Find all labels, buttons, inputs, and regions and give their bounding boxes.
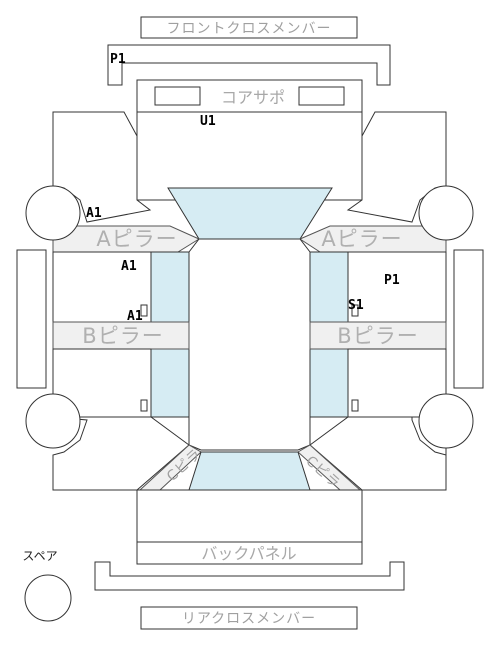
right-side-sill[interactable] xyxy=(453,249,484,389)
roof-panel[interactable] xyxy=(188,238,311,451)
damage-code-p1-front: P1 xyxy=(110,52,126,67)
damage-code-a1-left-b: A1 xyxy=(127,309,143,324)
headlight-right[interactable] xyxy=(298,86,345,106)
rear-bumper-member[interactable] xyxy=(94,561,405,591)
right-front-door-handle[interactable] xyxy=(351,304,359,317)
spare-label: スペア xyxy=(22,549,57,563)
front-cross-member-box[interactable] xyxy=(140,16,358,39)
wheel-front-right[interactable] xyxy=(418,185,474,241)
rear-window[interactable] xyxy=(188,451,311,491)
b-pillar-left[interactable] xyxy=(52,321,190,350)
trunk-lid[interactable] xyxy=(136,489,363,543)
damage-code-s1-right: S1 xyxy=(348,298,364,313)
left-front-door[interactable] xyxy=(52,251,152,323)
front-cross-member-label: フロントクロスメンバー xyxy=(167,21,332,37)
left-side-sill[interactable] xyxy=(16,249,47,389)
a-pillar-left[interactable] xyxy=(52,225,201,253)
a-pillar-left-label: Aピラー xyxy=(96,227,177,251)
back-panel[interactable] xyxy=(136,541,363,565)
b-pillar-right-label: Bピラー xyxy=(337,324,418,348)
b-pillar-right[interactable] xyxy=(309,321,447,350)
damage-code-u1: U1 xyxy=(200,114,216,129)
right-rear-door-handle[interactable] xyxy=(351,399,359,412)
right-front-door[interactable] xyxy=(347,251,447,323)
damage-code-p1-right: P1 xyxy=(384,273,400,288)
a-pillar-right-label: Aピラー xyxy=(321,227,402,251)
core-support-label: コアサポ xyxy=(221,88,285,107)
wheel-rear-left[interactable] xyxy=(25,393,81,449)
hood-panel[interactable] xyxy=(136,111,363,201)
left-rear-quarter[interactable] xyxy=(52,416,190,491)
spare-tire[interactable] xyxy=(24,574,72,622)
windshield[interactable] xyxy=(167,187,333,240)
wheel-rear-right[interactable] xyxy=(418,393,474,449)
left-front-door-handle[interactable] xyxy=(140,304,148,317)
headlight-left[interactable] xyxy=(154,86,201,106)
wheel-front-left[interactable] xyxy=(25,185,81,241)
b-pillar-left-label: Bピラー xyxy=(82,324,163,348)
left-rear-door-handle[interactable] xyxy=(140,399,148,412)
front-bumper-member[interactable] xyxy=(107,44,391,86)
back-panel-label: バックパネル xyxy=(201,544,296,563)
rear-cross-member-label: リアクロスメンバー xyxy=(182,611,316,627)
rear-cross-member-box[interactable] xyxy=(140,606,358,630)
damage-code-a1-left-front: A1 xyxy=(86,206,102,221)
damage-code-a1-left-door: A1 xyxy=(121,259,137,274)
right-front-fender[interactable] xyxy=(346,111,447,223)
